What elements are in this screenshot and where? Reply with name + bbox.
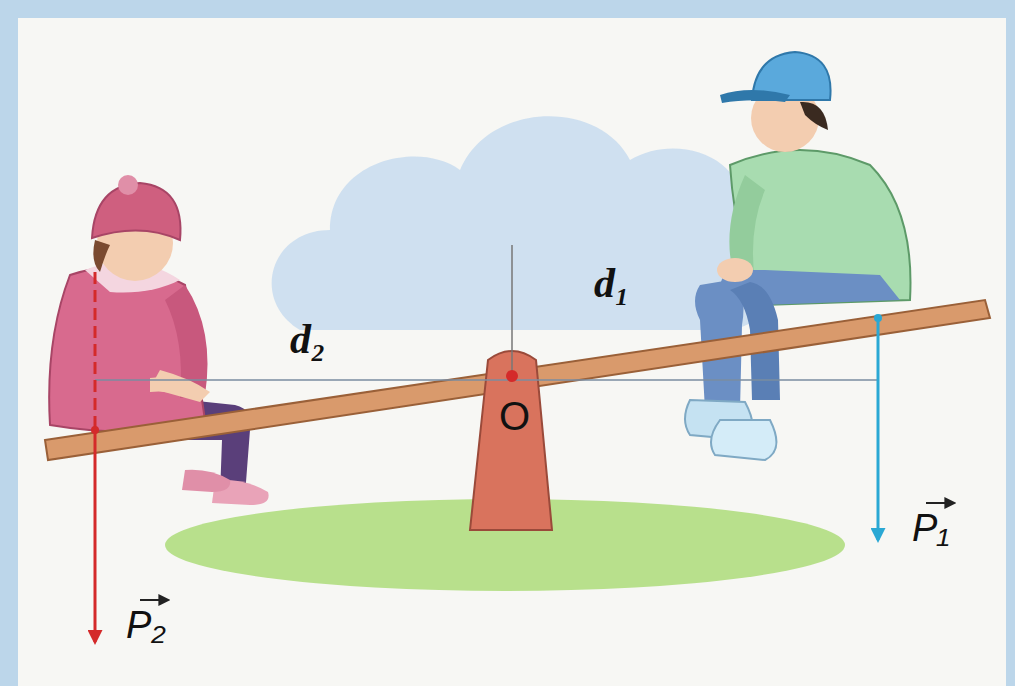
force-arrow [94, 430, 97, 642]
force-label: P₁ [912, 509, 949, 547]
pivot-support [470, 351, 552, 530]
force-arrow [877, 318, 880, 540]
force-label: P₂ [126, 606, 166, 644]
vertical-line [511, 245, 513, 374]
lever-arm-line [95, 379, 878, 381]
pivot-point [506, 370, 518, 382]
force-line-dashed [94, 272, 97, 428]
pivot-label: O [499, 396, 530, 436]
distance-label: d₂ [290, 318, 326, 360]
ground-panel [18, 18, 1006, 686]
distance-label: d₁ [594, 262, 630, 304]
vector-arrow [926, 502, 954, 504]
vector-arrow [140, 599, 168, 601]
